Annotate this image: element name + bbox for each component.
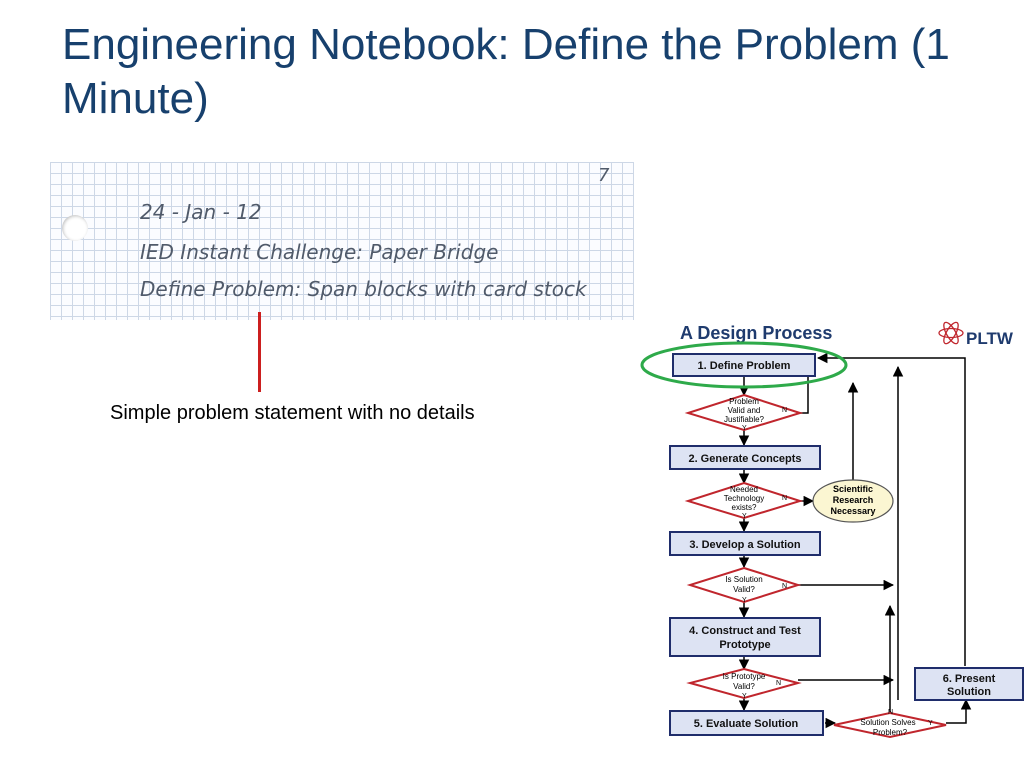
decision-solution-valid-no: N — [782, 583, 787, 590]
decision-solution-valid-line1: Is Solution — [725, 575, 762, 584]
diagram-title: A Design Process — [680, 323, 832, 343]
step-evaluate-solution — [669, 710, 824, 736]
highlight-ellipse — [640, 341, 848, 389]
decision-problem-valid-line1: Problem — [729, 397, 759, 406]
decision-solves-problem — [833, 711, 947, 739]
decision-solves-problem-line2: Problem? — [873, 728, 908, 737]
step-define-problem-label: 1. Define Problem — [698, 360, 791, 372]
slide-title: Engineering Notebook: Define the Problem… — [62, 20, 950, 123]
decision-technology-line2: Technology — [724, 494, 764, 503]
decision-technology-line3: exists? — [732, 503, 757, 512]
decision-solves-problem-no: N — [888, 709, 893, 716]
notebook-define-problem: Define Problem: Span blocks with card st… — [140, 277, 587, 301]
decision-problem-valid — [684, 393, 804, 432]
decision-problem-valid-line2: Valid and — [728, 406, 761, 415]
pltw-logo: PLTW — [938, 321, 1014, 348]
decision-prototype-valid-line1: Is Prototype — [723, 672, 766, 681]
step-develop-solution — [669, 531, 821, 556]
caption: Simple problem statement with no details — [110, 402, 475, 424]
notebook-date: 24 - Jan - 12 — [140, 200, 262, 224]
step-generate-concepts — [669, 445, 821, 470]
decision-solution-valid-line2: Valid? — [733, 585, 755, 594]
research-line1: Scientific — [833, 484, 873, 494]
design-process-diagram: A Design Process PLTW — [640, 321, 1024, 739]
decision-technology-line1: Needed — [730, 485, 758, 494]
decision-solution-valid-yes: Y — [742, 597, 747, 604]
atom-icon — [938, 321, 964, 345]
step-present-solution-line1: 6. Present — [943, 673, 996, 685]
decision-technology-no: N — [782, 495, 787, 502]
notebook-page-number: 7 — [598, 165, 610, 186]
research-line2: Research — [833, 495, 874, 505]
decision-problem-valid-no: N — [782, 407, 787, 414]
decision-technology — [684, 481, 804, 520]
decision-technology-yes: Y — [742, 513, 747, 520]
step-evaluate-solution-label: 5. Evaluate Solution — [694, 718, 799, 730]
decision-solves-problem-yes: Y — [928, 720, 933, 727]
step-present-solution-line2: Solution — [947, 686, 991, 698]
decision-problem-valid-yes: Y — [742, 425, 747, 432]
notebook-challenge: IED Instant Challenge: Paper Bridge — [140, 240, 499, 264]
decision-solves-problem-line1: Solution Solves — [860, 718, 915, 727]
binder-hole — [62, 215, 88, 241]
notebook-image: 7 24 - Jan - 12 IED Instant Challenge: P… — [50, 162, 634, 320]
decision-prototype-valid-yes: Y — [742, 693, 747, 700]
step-construct-prototype-line2: Prototype — [719, 639, 770, 651]
decision-prototype-valid-line2: Valid? — [733, 682, 755, 691]
research-line3: Necessary — [830, 506, 875, 516]
pltw-logo-text: PLTW — [966, 329, 1014, 348]
step-construct-prototype-line1: 4. Construct and Test — [689, 625, 801, 637]
research-necessary — [812, 479, 894, 523]
decision-problem-valid-line3: Justifiable? — [724, 415, 765, 424]
flow-connectors — [738, 352, 972, 729]
step-generate-concepts-label: 2. Generate Concepts — [688, 453, 801, 465]
step-construct-prototype — [669, 617, 821, 657]
step-develop-solution-label: 3. Develop a Solution — [689, 539, 801, 551]
decision-prototype-valid-no: N — [776, 680, 781, 687]
pointer-line — [258, 312, 261, 392]
step-present-solution — [914, 667, 1024, 701]
step-define-problem — [672, 353, 816, 377]
decision-solution-valid — [686, 566, 802, 604]
decision-prototype-valid — [686, 667, 802, 700]
